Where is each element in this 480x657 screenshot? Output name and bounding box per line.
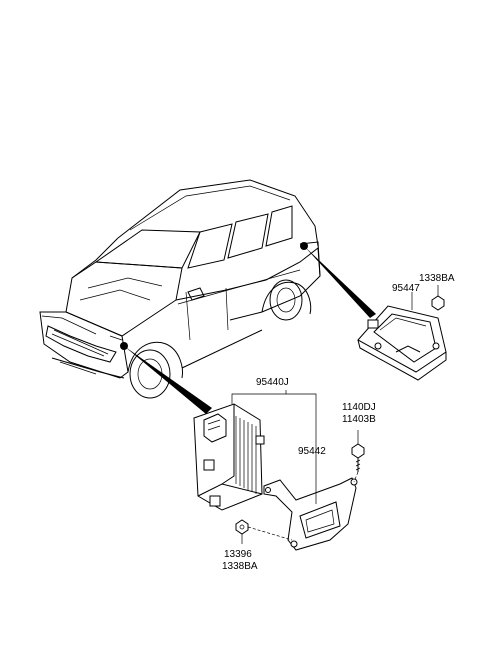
module-95447 [357, 305, 447, 381]
label-95442: 95442 [298, 446, 326, 457]
leader-95440J [231, 393, 317, 504]
module-95440J [193, 403, 265, 511]
pointer-wedge-front [124, 346, 212, 414]
label-1140DJ: 1140DJ [342, 402, 376, 413]
bracket-95442 [263, 477, 358, 551]
label-1338BA-top: 1338BA [419, 273, 455, 284]
bolt-1140DJ [351, 430, 365, 472]
label-11403B: 11403B [342, 414, 376, 425]
label-13396: 13396 [224, 549, 252, 560]
vehicle-illustration [39, 179, 321, 399]
label-95440J: 95440J [256, 377, 289, 388]
label-95447: 95447 [392, 283, 420, 294]
nut-1338BA-top [431, 295, 445, 311]
pointer-wedge-rear [304, 246, 376, 318]
label-1338BA-bottom: 1338BA [222, 561, 258, 572]
nut-13396 [235, 519, 249, 544]
